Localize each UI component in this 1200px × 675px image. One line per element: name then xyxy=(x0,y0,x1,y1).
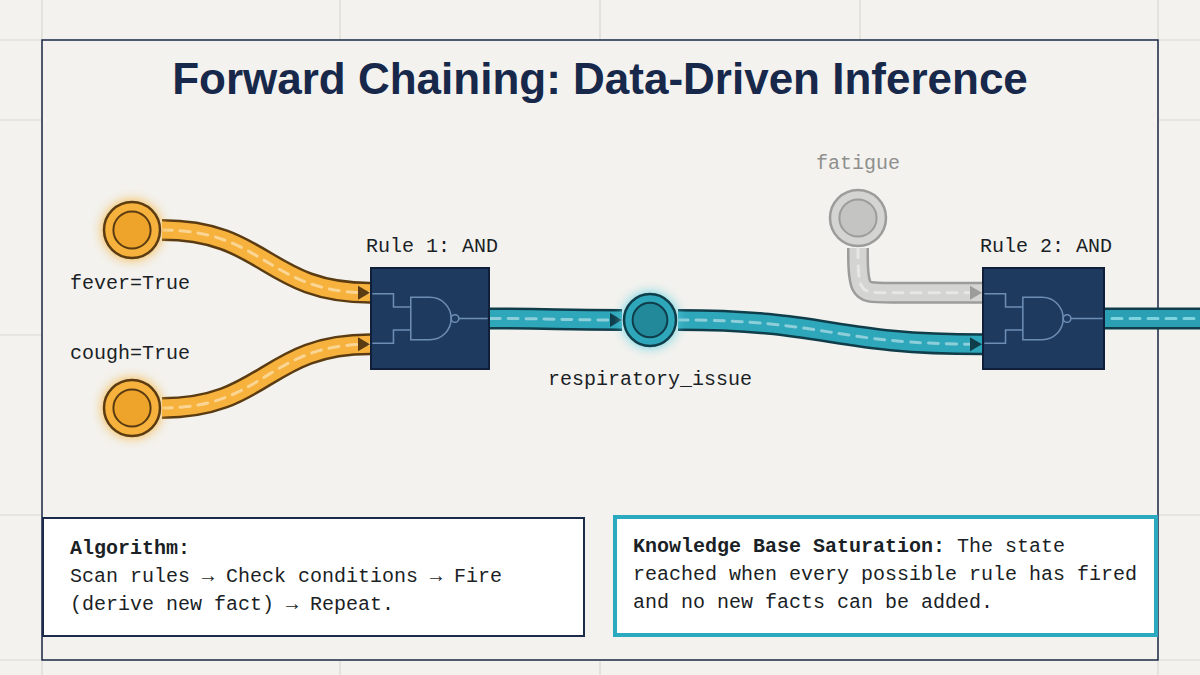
rule-label: Rule 2: AND xyxy=(980,235,1112,259)
text-block: Knowledge Base Saturation:The state reac… xyxy=(633,533,1138,617)
rule-label: Rule 1: AND xyxy=(366,235,498,259)
fact-circle xyxy=(102,378,162,438)
frame xyxy=(42,40,1158,660)
arrowhead xyxy=(610,313,622,327)
fact-circle xyxy=(102,200,162,260)
fact-node: fatigue xyxy=(828,188,888,248)
and-gate-symbol xyxy=(984,269,1103,368)
box-body: Scan rules → Check conditions → Fire (de… xyxy=(70,563,557,619)
box-heading: Knowledge Base Saturation: xyxy=(633,535,945,558)
and-gate-symbol xyxy=(372,269,488,368)
fact-label: fatigue xyxy=(816,152,900,176)
box-heading: Algorithm: xyxy=(70,535,557,563)
fact-label: fever=True xyxy=(70,272,190,296)
fact-node: fever=True xyxy=(102,200,162,260)
pipe-connector xyxy=(858,248,982,300)
arrowhead xyxy=(970,337,982,351)
fact-circle xyxy=(828,188,888,248)
fact-node: respiratory_issue xyxy=(622,292,678,348)
arrowhead xyxy=(358,286,370,300)
fact-label: cough=True xyxy=(70,342,190,366)
fact-node: cough=True xyxy=(102,378,162,438)
rule-box: Rule 1: AND xyxy=(370,267,490,370)
pipe-connector xyxy=(678,320,982,351)
algorithm-box: Algorithm:Scan rules → Check conditions … xyxy=(42,517,585,637)
diagram-title: Forward Chaining: Data-Driven Inference xyxy=(0,54,1200,104)
pipe-connector xyxy=(162,230,370,300)
arrowhead xyxy=(358,337,370,351)
fact-label: respiratory_issue xyxy=(548,368,752,392)
saturation-box: Knowledge Base Saturation:The state reac… xyxy=(613,515,1158,637)
fact-circle xyxy=(622,292,678,348)
pipe-connector xyxy=(490,313,622,327)
output-pipe xyxy=(1100,318,1200,319)
rule-box: Rule 2: AND xyxy=(982,267,1105,370)
pipe-connector xyxy=(162,337,370,408)
arrowhead xyxy=(970,286,982,300)
